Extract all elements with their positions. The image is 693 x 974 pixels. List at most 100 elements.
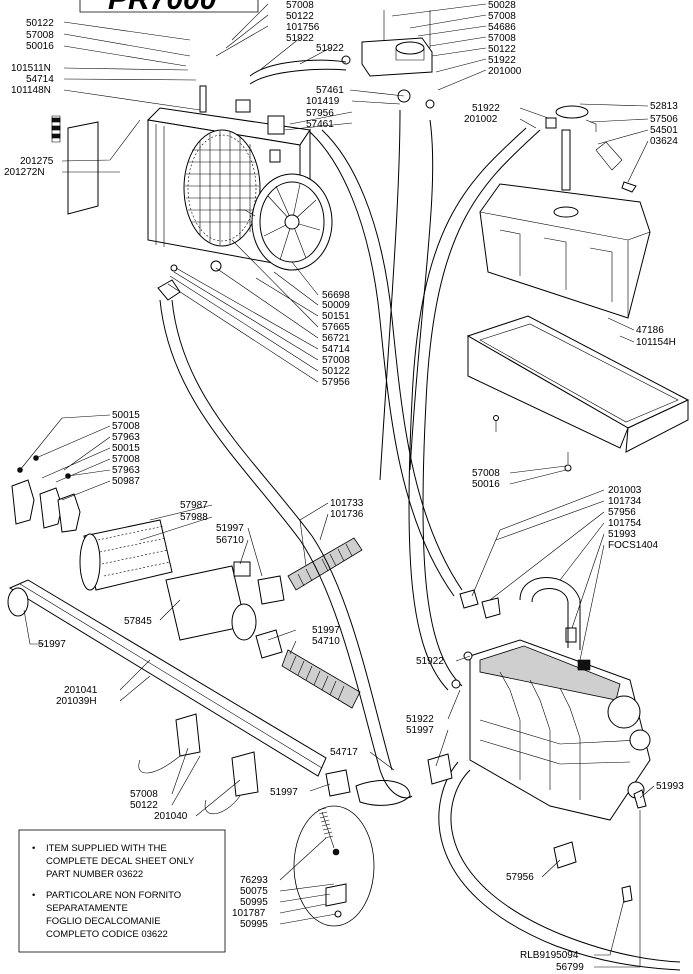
note-en-line-1: ITEM SUPPLIED WITH THE bbox=[46, 843, 167, 854]
note-bullet-1: • bbox=[32, 843, 35, 854]
callout: 57956 bbox=[322, 377, 350, 388]
callout: 57008 bbox=[112, 421, 140, 432]
callout: 101787 bbox=[232, 908, 266, 919]
callout: 57008 bbox=[130, 789, 158, 800]
callout: 101734 bbox=[608, 496, 642, 507]
callout: 51997 bbox=[406, 725, 434, 736]
callout: 57008 bbox=[488, 11, 516, 22]
callout: 50122 bbox=[286, 11, 314, 22]
callout: 54501 bbox=[650, 125, 678, 136]
callout: 101754 bbox=[608, 518, 642, 529]
callout: 51997 bbox=[38, 639, 66, 650]
callout: 50995 bbox=[240, 897, 268, 908]
air-filter-assembly bbox=[79, 519, 285, 659]
callout: 201275 bbox=[20, 156, 54, 167]
decal-note-box: • ITEM SUPPLIED WITH THE COMPLETE DECAL … bbox=[18, 829, 226, 953]
callout: 57956 bbox=[306, 108, 334, 119]
callout: 201039H bbox=[56, 696, 97, 707]
callout: 56698 bbox=[322, 290, 350, 301]
note-it-line-2: SEPARATAMENTE bbox=[46, 903, 128, 914]
callout: 50028 bbox=[488, 0, 516, 11]
fuel-tank-tray bbox=[466, 315, 690, 472]
note-en-line-3: PART NUMBER 03622 bbox=[46, 869, 143, 880]
callout: 101756 bbox=[286, 22, 320, 33]
callout: 57963 bbox=[112, 465, 140, 476]
callout: 56710 bbox=[216, 535, 244, 546]
fuel-tank bbox=[479, 105, 651, 319]
engine-block bbox=[469, 627, 651, 821]
callout: 57956 bbox=[506, 872, 534, 883]
coolant-hoses bbox=[159, 59, 681, 971]
note-en-line-2: COMPLETE DECAL SHEET ONLY bbox=[46, 856, 195, 867]
callout: 54686 bbox=[488, 22, 516, 33]
expansion-tank bbox=[341, 10, 435, 109]
callout: 57461 bbox=[316, 85, 344, 96]
callout: 50122 bbox=[322, 366, 350, 377]
callout: 57665 bbox=[322, 322, 350, 333]
callout: 51922 bbox=[286, 33, 314, 44]
callout: 51997 bbox=[216, 523, 244, 534]
callout: 57008 bbox=[488, 33, 516, 44]
callout: 54714 bbox=[322, 344, 350, 355]
callout: 51922 bbox=[406, 714, 434, 725]
callout: 51922 bbox=[416, 656, 444, 667]
detail-circle bbox=[293, 805, 375, 927]
exhaust-hangers bbox=[138, 713, 259, 815]
callout: 50122 bbox=[130, 800, 158, 811]
callout: 101419 bbox=[306, 96, 340, 107]
side-bracket bbox=[51, 115, 99, 215]
callout: 57008 bbox=[322, 355, 350, 366]
note-it-line-3: FOGLIO DECALCOMANIE bbox=[46, 916, 161, 927]
callout: 57008 bbox=[286, 0, 314, 11]
callout: 50075 bbox=[240, 886, 268, 897]
callout: 50995 bbox=[240, 919, 268, 930]
callout: FOCS1404 bbox=[608, 540, 658, 551]
callout: 51922 bbox=[488, 55, 516, 66]
callout: 201272N bbox=[4, 167, 45, 178]
callout: 57987 bbox=[180, 500, 208, 511]
callout: 50122 bbox=[488, 44, 516, 55]
corrugated-hose-lower bbox=[281, 649, 361, 709]
callout: 101154H bbox=[636, 337, 676, 348]
callout: 50009 bbox=[322, 300, 350, 311]
callout: 57008 bbox=[26, 30, 54, 41]
fittings bbox=[427, 589, 647, 903]
callout: 50015 bbox=[112, 410, 140, 421]
callout: 54717 bbox=[330, 747, 358, 758]
callout: 101511N bbox=[11, 63, 51, 74]
callout: 47186 bbox=[636, 325, 664, 336]
callout: 50122 bbox=[26, 18, 54, 29]
callout: 57963 bbox=[112, 432, 140, 443]
callout: 51922 bbox=[472, 103, 500, 114]
exhaust-pipe bbox=[7, 579, 411, 806]
callout: 57956 bbox=[608, 507, 636, 518]
callout: 201003 bbox=[608, 485, 642, 496]
fan-assembly bbox=[236, 149, 333, 271]
note-bullet-2: • bbox=[32, 890, 35, 901]
callout: 201041 bbox=[64, 685, 98, 696]
callout: 57506 bbox=[650, 114, 678, 125]
callout: 51993 bbox=[656, 781, 684, 792]
callout: 57988 bbox=[180, 512, 208, 523]
callout: 57008 bbox=[472, 468, 500, 479]
callout: 57845 bbox=[124, 616, 152, 627]
callout: 51993 bbox=[608, 529, 636, 540]
title-text: PR7000 bbox=[108, 0, 217, 16]
note-it-line-1: PARTICOLARE NON FORNITO bbox=[46, 890, 181, 901]
callout: 76293 bbox=[240, 875, 268, 886]
callout: 201040 bbox=[154, 811, 188, 822]
callout: 101736 bbox=[330, 509, 364, 520]
callout: 50987 bbox=[112, 476, 140, 487]
corrugated-hose-upper bbox=[287, 537, 363, 591]
callout: 57461 bbox=[306, 119, 334, 130]
callout-labels: 50122 57008 50016 101511N 54714 101148N … bbox=[4, 0, 684, 973]
callout: 101148N bbox=[11, 85, 51, 96]
callout: 54710 bbox=[312, 636, 340, 647]
callout: 50151 bbox=[322, 311, 350, 322]
callout: 50016 bbox=[472, 479, 500, 490]
callout: 57008 bbox=[112, 454, 140, 465]
callout: 56721 bbox=[322, 333, 350, 344]
callout: 56799 bbox=[556, 962, 584, 973]
callout: 101733 bbox=[330, 498, 364, 509]
